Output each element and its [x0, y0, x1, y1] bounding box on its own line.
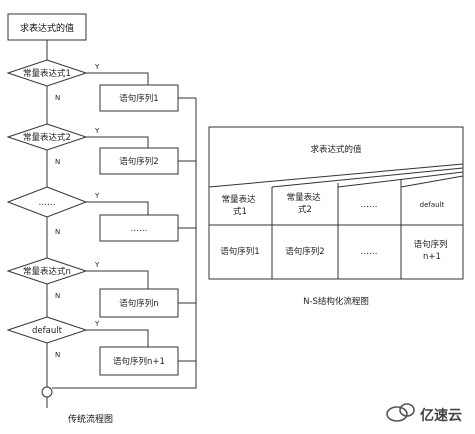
- start-box: [7, 13, 87, 41]
- watermark-text: 亿速云: [420, 407, 462, 424]
- merge-line: [52, 98, 197, 389]
- ns-statement-default: 语句序列 n+1: [414, 239, 451, 262]
- decision-4-label: 常量表达式n: [23, 266, 71, 277]
- yes-branch-3: [86, 201, 149, 215]
- ns-case-diagonal: [400, 175, 464, 188]
- ns-caption: N-S结构化流程图: [303, 296, 369, 307]
- start-box-label: 求表达式的值: [20, 22, 74, 34]
- yes-label-5: Y: [94, 320, 100, 328]
- ns-case-default: default: [420, 201, 445, 209]
- yes-branch-2: [86, 136, 149, 148]
- traditional-flowchart: 求表达式的值 常量表达式1 Y 语句序列1 N 常量表达式2 Y 语句序列2 N…: [6, 13, 197, 425]
- ns-case-1: 常量表达 式1: [222, 194, 259, 217]
- decision-2-label: 常量表达式2: [23, 132, 71, 143]
- statement-1-label: 语句序列1: [119, 93, 158, 104]
- ns-statement-default-line1: 语句序列: [414, 239, 448, 250]
- yes-label-4: Y: [94, 261, 100, 269]
- statement-4: [99, 288, 179, 318]
- statement-1: [99, 84, 179, 112]
- no-label-5: N: [55, 351, 60, 359]
- cloud-logo-icon: [386, 403, 415, 422]
- statement-3: [99, 214, 179, 242]
- ns-case-1-line2: 式1: [233, 206, 247, 217]
- ns-statement-default-line2: n+1: [423, 252, 441, 262]
- ns-statement-1: 语句序列1: [220, 246, 259, 257]
- statement-2: [99, 147, 179, 175]
- ns-case-2-line1: 常量表达: [287, 192, 322, 203]
- ns-outer-box: [208, 126, 464, 280]
- watermark: 亿速云: [386, 403, 462, 424]
- ns-case-diagonal: [208, 163, 464, 188]
- ns-statement-2: 语句序列2: [285, 246, 324, 257]
- statement-default-label: 语句序列n+1: [113, 356, 165, 367]
- yes-label-3: Y: [94, 192, 100, 200]
- ns-case-2: 常量表达 式2: [287, 192, 324, 215]
- statement-2-label: 语句序列2: [119, 156, 158, 167]
- decision-3-label: ……: [39, 198, 56, 208]
- ns-case-1-line1: 常量表达: [222, 194, 257, 205]
- no-label-1: N: [55, 94, 60, 102]
- yes-branch-1: [86, 72, 149, 85]
- ns-case-diagonal: [271, 167, 464, 188]
- decision-1-label: 常量表达式1: [23, 68, 71, 79]
- yes-label-2: Y: [94, 127, 100, 135]
- ns-statement-3: ……: [361, 247, 378, 257]
- statement-4-label: 语句序列n: [119, 298, 158, 309]
- ns-structured-chart: 求表达式的值 常量表达 式1 常量表达 式2 …… default 语句序列1 …: [208, 126, 464, 307]
- yes-branch-5: [86, 329, 149, 347]
- ns-case-2-line2: 式2: [298, 204, 312, 215]
- ns-case-3: ……: [361, 200, 378, 210]
- no-label-4: N: [55, 292, 60, 300]
- yes-branch-4: [86, 270, 149, 289]
- end-junction: [41, 386, 53, 398]
- ns-header: 求表达式的值: [310, 144, 362, 155]
- statement-3-label: ……: [131, 224, 148, 234]
- no-label-2: N: [55, 158, 60, 166]
- statement-default: [99, 346, 179, 376]
- no-label-3: N: [55, 228, 60, 236]
- decision-default-label: default: [32, 326, 63, 336]
- yes-label-1: Y: [94, 63, 100, 71]
- flowchart-caption: 传统流程图: [68, 413, 113, 425]
